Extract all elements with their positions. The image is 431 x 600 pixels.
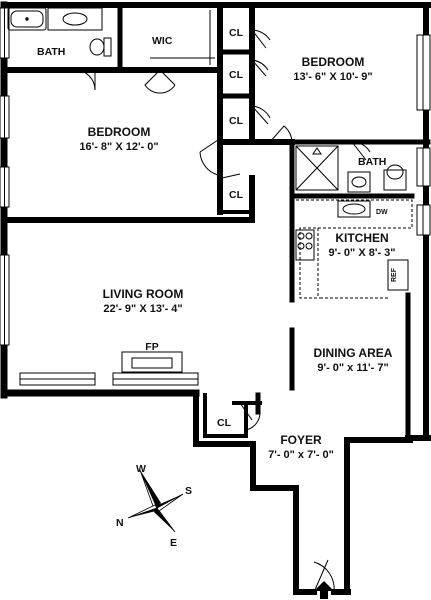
stove xyxy=(295,229,315,261)
dishwasher-label: DW xyxy=(376,209,388,216)
windows xyxy=(0,7,431,386)
entrance-arrow-icon xyxy=(314,581,334,599)
dining-area-name: DINING AREA xyxy=(314,346,393,360)
bedroom-1-dims: 16'- 8" X 12'- 0" xyxy=(79,141,158,153)
compass-south-label: S xyxy=(185,485,192,497)
bath-1-fixtures xyxy=(7,7,112,57)
bedroom-1-name: BEDROOM xyxy=(88,125,151,139)
wic-rod xyxy=(150,10,215,65)
bathtub xyxy=(7,7,47,31)
compass-west-label: W xyxy=(136,463,146,475)
dining-area-dims: 9'- 0" x 11'- 7" xyxy=(317,362,388,374)
sink xyxy=(347,171,371,193)
toilet xyxy=(103,37,112,57)
closet-label: CL xyxy=(229,189,244,201)
closet-label: CL xyxy=(217,417,232,429)
toilet xyxy=(383,169,407,191)
kitchen-sink xyxy=(337,200,371,218)
vanity xyxy=(47,7,103,31)
closet-label: CL xyxy=(229,27,244,39)
foyer-dims: 7'- 0" x 7'- 0" xyxy=(268,449,334,461)
living-room-dims: 22'- 9" X 13'- 4" xyxy=(103,303,182,315)
closet-label: CL xyxy=(229,69,244,81)
kitchen-fixtures xyxy=(295,199,413,299)
refrigerator-label: REF xyxy=(391,267,398,282)
bath-2-label: BATH xyxy=(358,156,386,168)
closet-label: CL xyxy=(229,115,244,127)
bedroom-2-dims: 13'- 6" X 10'- 9" xyxy=(293,71,372,83)
bath-2-fixtures xyxy=(295,145,407,193)
fireplace-label: FP xyxy=(145,341,158,353)
compass-east-label: E xyxy=(170,537,177,549)
kitchen-dims: 9'- 0" X 8'- 3" xyxy=(328,247,395,259)
compass-north-label: N xyxy=(116,517,124,529)
doors xyxy=(74,29,371,593)
compass-icon: W S N E xyxy=(116,463,192,549)
fireplace xyxy=(121,351,183,373)
foyer-name: FOYER xyxy=(280,433,322,447)
kitchen-name: KITCHEN xyxy=(335,231,388,245)
bath-1-label: BATH xyxy=(37,46,65,58)
refrigerator xyxy=(387,259,409,291)
bedroom-2-name: BEDROOM xyxy=(302,55,365,69)
wic-label: WIC xyxy=(152,35,173,47)
living-room-name: LIVING ROOM xyxy=(103,287,184,301)
shower xyxy=(295,145,339,191)
